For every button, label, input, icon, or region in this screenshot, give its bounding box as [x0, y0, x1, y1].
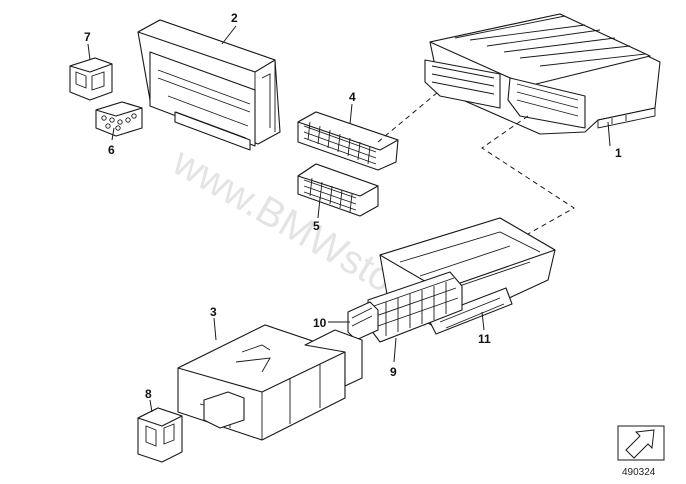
arrow-orientation-icon	[617, 425, 665, 461]
leader-lines	[87, 25, 611, 413]
callout-3: 3	[210, 305, 217, 319]
callout-9: 9	[390, 365, 397, 379]
callout-7: 7	[84, 30, 91, 44]
part-3-connector-cover[interactable]	[177, 324, 363, 441]
callout-5: 5	[313, 219, 320, 233]
callout-11: 11	[478, 332, 491, 346]
part-2-connector-housing[interactable]	[137, 19, 281, 151]
callout-8: 8	[145, 387, 152, 401]
diagram-reference-number: 490324	[622, 467, 656, 478]
assembly-line-4-to-1	[377, 91, 439, 143]
callout-10: 10	[313, 316, 327, 330]
callout-1: 1	[615, 146, 622, 160]
part-7-small-plug[interactable]	[69, 57, 113, 101]
part-10-connector-strip-end[interactable]	[347, 301, 379, 341]
part-4-connector-block[interactable]	[297, 111, 399, 171]
assembly-line-1-to-11	[481, 115, 575, 235]
part-6-small-plug[interactable]	[95, 101, 143, 137]
callout-6: 6	[108, 143, 115, 157]
part-1-ecu[interactable]	[424, 13, 661, 135]
part-5-connector-block[interactable]	[297, 163, 379, 217]
callout-2: 2	[231, 11, 238, 25]
part-8-plug-housing[interactable]	[137, 407, 183, 463]
callout-4: 4	[349, 90, 356, 104]
part-9-connector-strip[interactable]	[367, 271, 463, 343]
